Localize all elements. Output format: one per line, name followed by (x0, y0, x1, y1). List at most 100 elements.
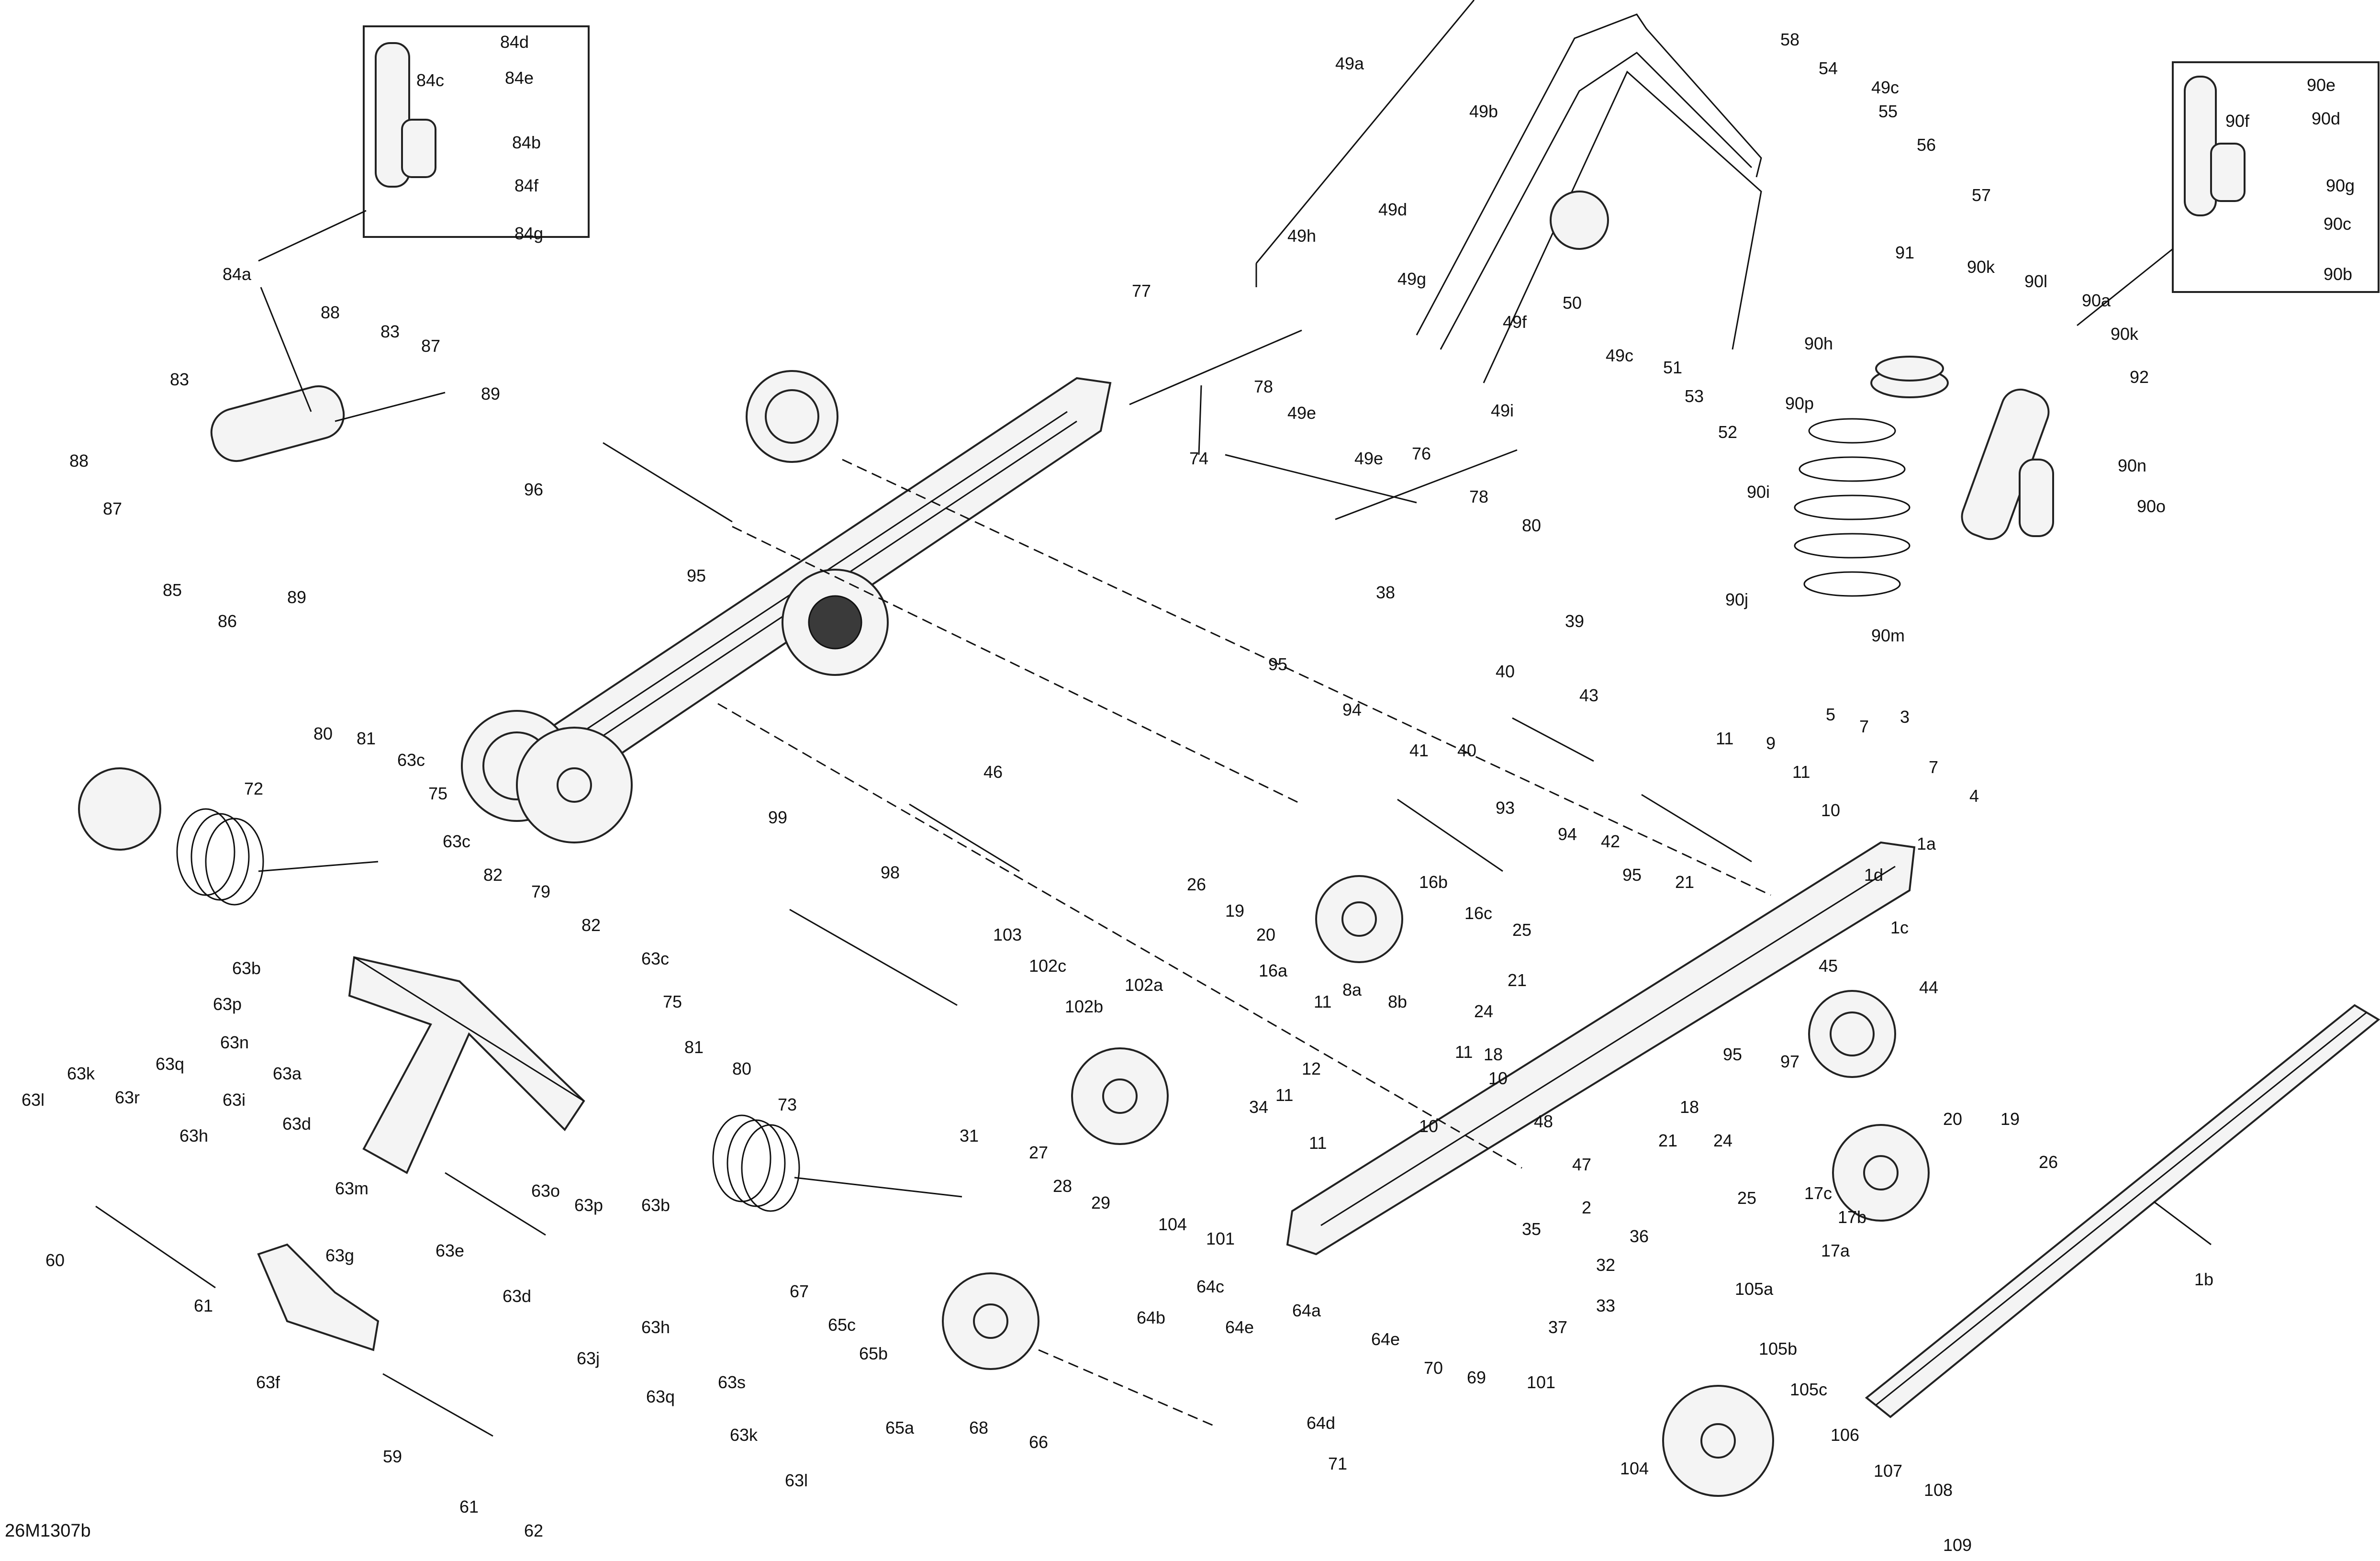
callout: 84f (514, 176, 539, 195)
callout: 33 (1596, 1296, 1615, 1315)
callout: 76 (1412, 444, 1431, 463)
callout: 106 (1831, 1425, 1859, 1445)
wheel-102a (1071, 1047, 1169, 1145)
callout: 61 (194, 1296, 213, 1315)
callout: 29 (1091, 1193, 1110, 1213)
callout: 64c (1196, 1277, 1224, 1296)
callout: 92 (2130, 367, 2149, 387)
callout: 108 (1924, 1480, 1953, 1500)
callout: 55 (1878, 101, 1898, 121)
callout: 49a (1335, 54, 1364, 73)
callout: 90k (1967, 257, 1995, 277)
callout: 51 (1663, 358, 1682, 377)
callout: 101 (1527, 1372, 1555, 1392)
rail-wheel-rear-b (516, 727, 633, 843)
shock-inset-90-box (2172, 61, 2380, 293)
callout: 21 (1508, 970, 1527, 990)
rear-arm-assembly (348, 956, 585, 1174)
callout: 63q (646, 1387, 675, 1406)
callout: 46 (983, 762, 1003, 782)
callout: 77 (1132, 281, 1151, 301)
callout: 53 (1685, 386, 1704, 406)
callout: 65b (859, 1344, 888, 1363)
callout: 26 (2039, 1152, 2058, 1172)
callout: 90n (2118, 456, 2146, 475)
callout: 63d (503, 1286, 531, 1306)
callout: 40 (1496, 662, 1515, 681)
callout: 109 (1943, 1535, 1972, 1555)
callout: 11 (1792, 762, 1810, 782)
callout: 50 (1563, 293, 1582, 313)
callout: 36 (1630, 1226, 1649, 1246)
callout: 90b (2324, 264, 2352, 284)
callout: 82 (483, 865, 503, 885)
shaft-96 (603, 442, 733, 523)
callout: 63s (718, 1372, 746, 1392)
callout: 63m (335, 1179, 369, 1198)
callout: 11 (1275, 1085, 1293, 1105)
callout: 87 (103, 499, 122, 518)
dashed-axis-4 (1038, 1349, 1216, 1427)
callout: 90i (1747, 482, 1770, 502)
shaft-46 (909, 803, 1020, 872)
callout: 49e (1287, 403, 1316, 423)
slide-1b (1865, 1004, 2380, 1418)
spring-cup-90h (1870, 356, 1949, 398)
callout: 37 (1548, 1317, 1567, 1337)
callout-labels: 49a 49b 58 54 49c 55 56 57 77 49h 49d 49… (5, 30, 2355, 1555)
callout: 9 (1766, 733, 1776, 753)
callout: 19 (2000, 1109, 2020, 1129)
callout: 74 (1189, 449, 1208, 468)
callout: 95 (1268, 654, 1287, 674)
callout: 86 (218, 611, 237, 631)
callout: 56 (1917, 135, 1936, 155)
callout: 62 (524, 1521, 543, 1540)
callout: 8a (1342, 980, 1362, 999)
callout: 65a (885, 1418, 915, 1437)
dashed-axis-2 (842, 459, 1771, 896)
callout: 89 (287, 587, 306, 607)
callout: 49i (1491, 401, 1514, 420)
callout: 49e (1354, 449, 1383, 468)
callout: 1d (1864, 865, 1883, 885)
callout: 102b (1065, 997, 1103, 1016)
callout: 67 (790, 1281, 809, 1301)
right-rail (1286, 841, 1916, 1256)
callout: 70 (1424, 1358, 1443, 1378)
shaft-42 (1641, 794, 1752, 863)
callout: 78 (1469, 487, 1488, 506)
callout: 78 (1254, 377, 1273, 396)
rear-arm-lower-63f (257, 1243, 380, 1351)
callout: 87 (421, 336, 440, 356)
callout: 98 (881, 863, 900, 882)
callout: 94 (1342, 700, 1362, 719)
callout: 17c (1804, 1183, 1832, 1203)
callout: 90m (1871, 626, 1905, 645)
wheel-16a (1315, 875, 1403, 963)
callout: 7 (1859, 717, 1869, 736)
callout: 17a (1821, 1241, 1850, 1260)
callout: 96 (524, 480, 543, 499)
rail-wheel-mid (782, 569, 889, 676)
shock-84a (210, 385, 446, 462)
callout: 90c (2324, 214, 2351, 234)
callout: 11 (1309, 1133, 1327, 1153)
callout: 90l (2024, 271, 2047, 291)
callout: 63k (67, 1064, 95, 1083)
callout: 95 (687, 566, 706, 585)
callout: 105b (1759, 1339, 1797, 1359)
callout: 19 (1225, 901, 1244, 921)
callout: 21 (1658, 1131, 1677, 1150)
callout: 84e (505, 68, 534, 88)
callout: 49f (1503, 312, 1527, 332)
callout: 48 (1534, 1112, 1553, 1131)
callout: 63j (577, 1348, 600, 1368)
callout: 7 (1929, 757, 1938, 777)
callout: 49g (1397, 269, 1426, 289)
callout: 81 (684, 1037, 704, 1057)
wheel-17a (1832, 1124, 1930, 1222)
callout: 90d (2312, 109, 2340, 128)
callout: 73 (778, 1095, 797, 1114)
callout: 5 (1826, 705, 1835, 724)
